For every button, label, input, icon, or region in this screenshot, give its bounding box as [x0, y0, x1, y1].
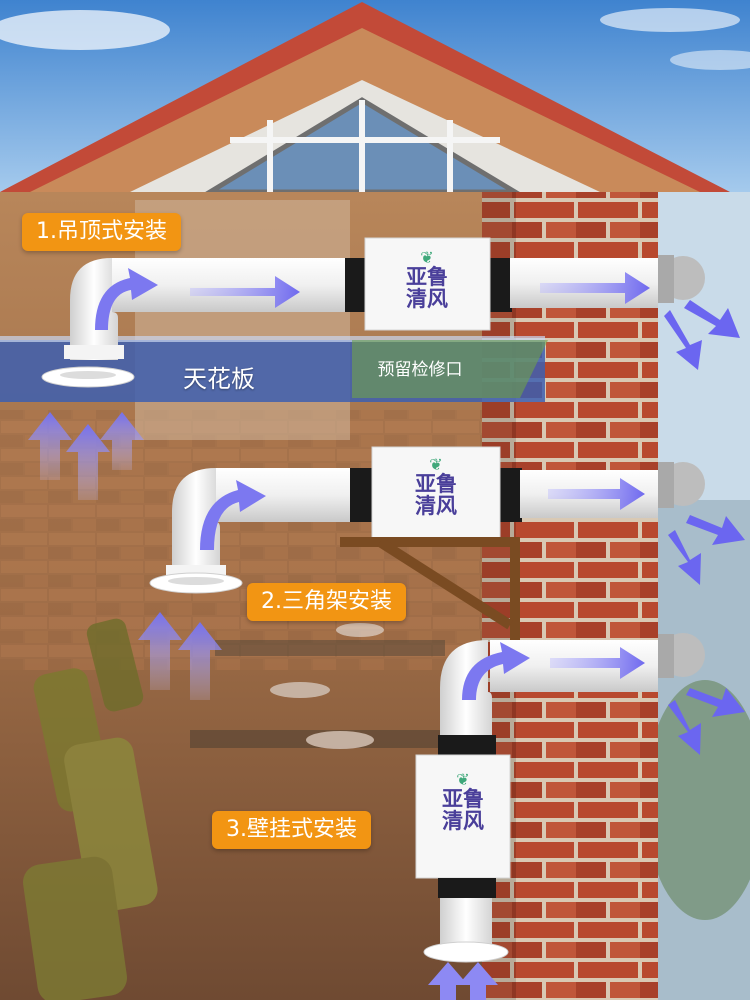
brand-line-2: 清风 — [415, 494, 457, 518]
brand-line-1: 亚鲁 — [442, 787, 484, 811]
unit-1-logo: ❦ 亚鲁 清风 — [372, 248, 482, 311]
method-3-badge: 3.壁挂式安装 — [212, 811, 371, 849]
triangle-bracket — [340, 537, 520, 640]
ventilation-unit-2 — [371, 446, 501, 540]
airflow-arrows-2 — [138, 478, 745, 700]
leaf-icon: ❦ — [420, 248, 434, 267]
ceiling-label: 天花板 — [183, 365, 255, 393]
brand-line-2: 清风 — [406, 287, 448, 311]
leaf-icon: ❦ — [456, 770, 470, 789]
unit-2-logo: ❦ 亚鲁 清风 — [381, 455, 491, 518]
ventilation-unit-3 — [415, 754, 511, 879]
airflow-arrows-3 — [428, 642, 745, 1000]
ventilation-unit-1 — [364, 237, 491, 331]
method-2-badge: 2.三角架安装 — [247, 583, 406, 621]
airflow-arrows-1 — [28, 268, 740, 500]
brand-line-2: 清风 — [442, 809, 484, 833]
leaf-icon: ❦ — [429, 455, 443, 474]
unit-3-logo: ❦ 亚鲁 清风 — [408, 770, 518, 833]
brand-line-1: 亚鲁 — [415, 472, 457, 496]
method-1-badge: 1.吊顶式安装 — [22, 213, 181, 251]
brand-line-1: 亚鲁 — [406, 265, 448, 289]
access-port-label: 预留检修口 — [377, 360, 463, 380]
